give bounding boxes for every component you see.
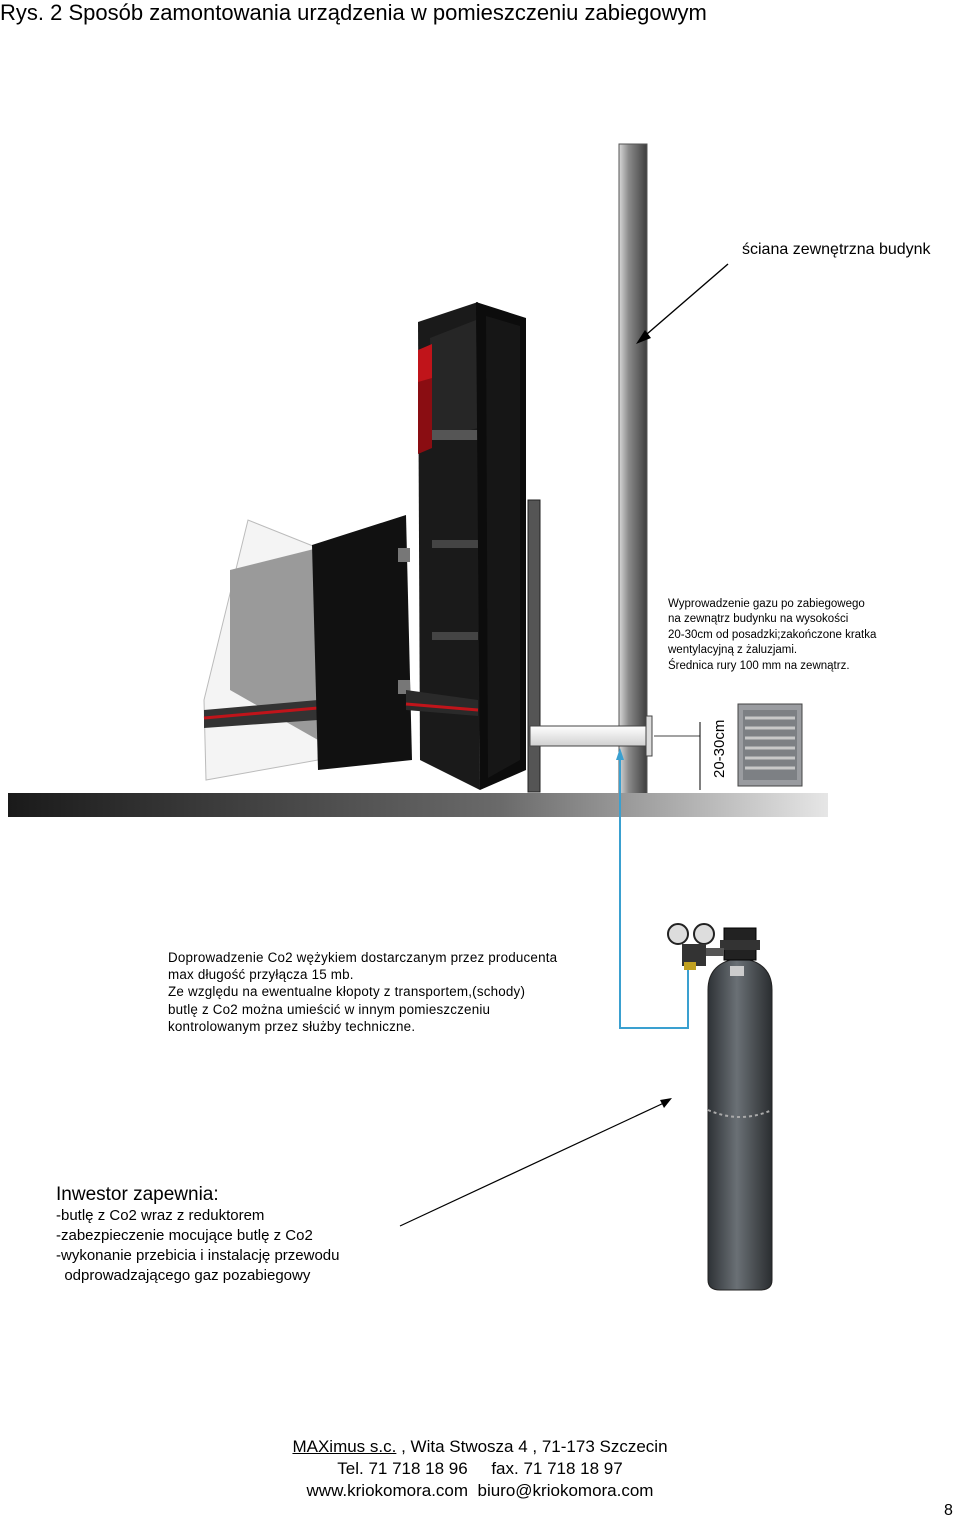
investor-item: -wykonanie przebicia i instalację przewo… (56, 1247, 340, 1264)
exterior-wall (618, 143, 648, 795)
investor-item: -butlę z Co2 wraz z reduktorem (56, 1207, 265, 1224)
vent-note-line: Średnica rury 100 mm na zewnątrz. (668, 659, 850, 672)
vent-note-line: Wyprowadzenie gazu po zabiegowego (668, 598, 865, 610)
vent-note: Wyprowadzenie gazu po zabiegowego na zew… (668, 597, 938, 674)
footer-web: www.kriokomora.com biuro@kriokomora.com (306, 1481, 654, 1500)
regulator-icon (667, 923, 724, 970)
wall-arrow-icon (636, 263, 729, 344)
company-link[interactable]: MAXimus s.c. (292, 1437, 397, 1456)
investor-item: -zabezpieczenie mocujące butlę z Co2 (56, 1227, 313, 1244)
vent-grille-icon (737, 703, 803, 787)
page-number: 8 (944, 1502, 953, 1519)
floor-slab (8, 793, 828, 817)
vent-note-line: wentylacyjną z żaluzjami. (668, 644, 798, 657)
vent-note-line: na zewnątrz budynku na wysokości (668, 613, 849, 626)
footer-address: , Wita Stwosza 4 , 71-173 Szczecin (396, 1437, 668, 1456)
height-label: 20-30cm (711, 719, 728, 778)
footer-address-line: MAXimus s.c. , Wita Stwosza 4 , 71-173 S… (0, 1436, 960, 1458)
cryo-cabinet-icon (203, 302, 541, 793)
investor-requirements: Inwestor zapewnia: -butlę z Co2 wraz z r… (56, 1184, 339, 1286)
page-title: Rys. 2 Sposób zamontowania urządzenia w … (0, 0, 707, 25)
footer-phones: Tel. 71 718 18 96 fax. 71 718 18 97 (337, 1459, 623, 1478)
co2-note-line: Ze względu na ewentualne kłopoty z trans… (168, 984, 526, 1000)
co2-cylinder-icon (707, 927, 773, 1291)
cylinder-arrow-icon (399, 1098, 672, 1227)
exhaust-pipe (529, 715, 700, 757)
co2-note-line: max długość przyłącza 15 mb. (168, 967, 354, 983)
co2-note: Doprowadzenie Co2 wężykiem dostarczanym … (168, 949, 557, 1035)
page-footer: MAXimus s.c. , Wita Stwosza 4 , 71-173 S… (0, 1436, 960, 1502)
vent-note-line: 20-30cm od posadzki;zakończone kratka (668, 628, 877, 641)
wall-label: ściana zewnętrzna budynk (742, 241, 931, 258)
investor-heading: Inwestor zapewnia: (56, 1184, 219, 1205)
co2-gas-line (616, 748, 689, 1029)
investor-item: odprowadzającego gaz pozabiegowy (56, 1267, 311, 1284)
co2-note-line: Doprowadzenie Co2 wężykiem dostarczanym … (168, 950, 558, 965)
co2-note-line: butlę z Co2 można umieścić w innym pomie… (168, 1001, 491, 1017)
co2-note-line: kontrolowanym przez służby techniczne. (168, 1018, 416, 1034)
